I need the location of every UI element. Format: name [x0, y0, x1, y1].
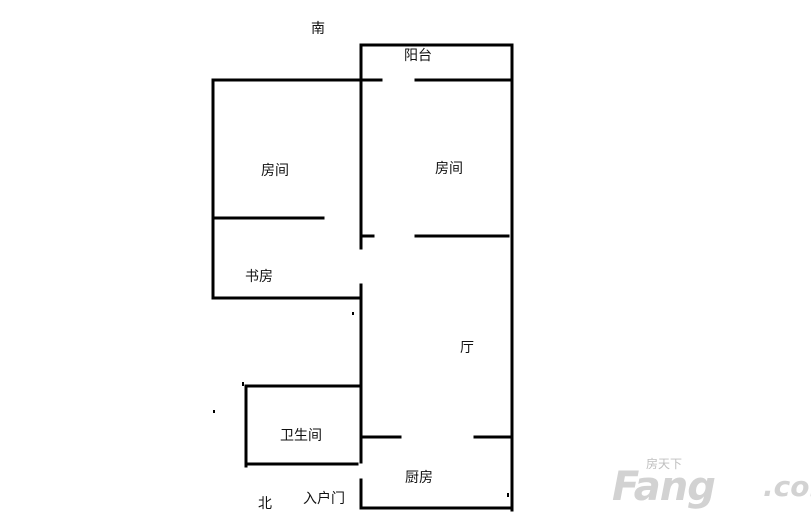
label-balcony: 阳台	[404, 48, 432, 64]
mark	[352, 312, 354, 315]
watermark-chinese: 房天下	[646, 457, 683, 471]
label-room-right: 房间	[435, 161, 463, 177]
label-entrance: 入户门	[303, 491, 345, 507]
watermark-suffix: .com	[763, 470, 811, 503]
mark	[507, 493, 509, 497]
mark	[242, 382, 244, 386]
label-kitchen: 厨房	[405, 470, 433, 486]
mark	[213, 410, 215, 413]
label-hall: 厅	[460, 340, 474, 356]
label-room-left: 房间	[261, 163, 289, 179]
label-study: 书房	[245, 269, 273, 285]
label-south: 南	[311, 21, 325, 37]
label-bathroom: 卫生间	[280, 428, 322, 444]
label-north: 北	[258, 496, 272, 512]
watermark-brand: Fang	[612, 464, 716, 510]
